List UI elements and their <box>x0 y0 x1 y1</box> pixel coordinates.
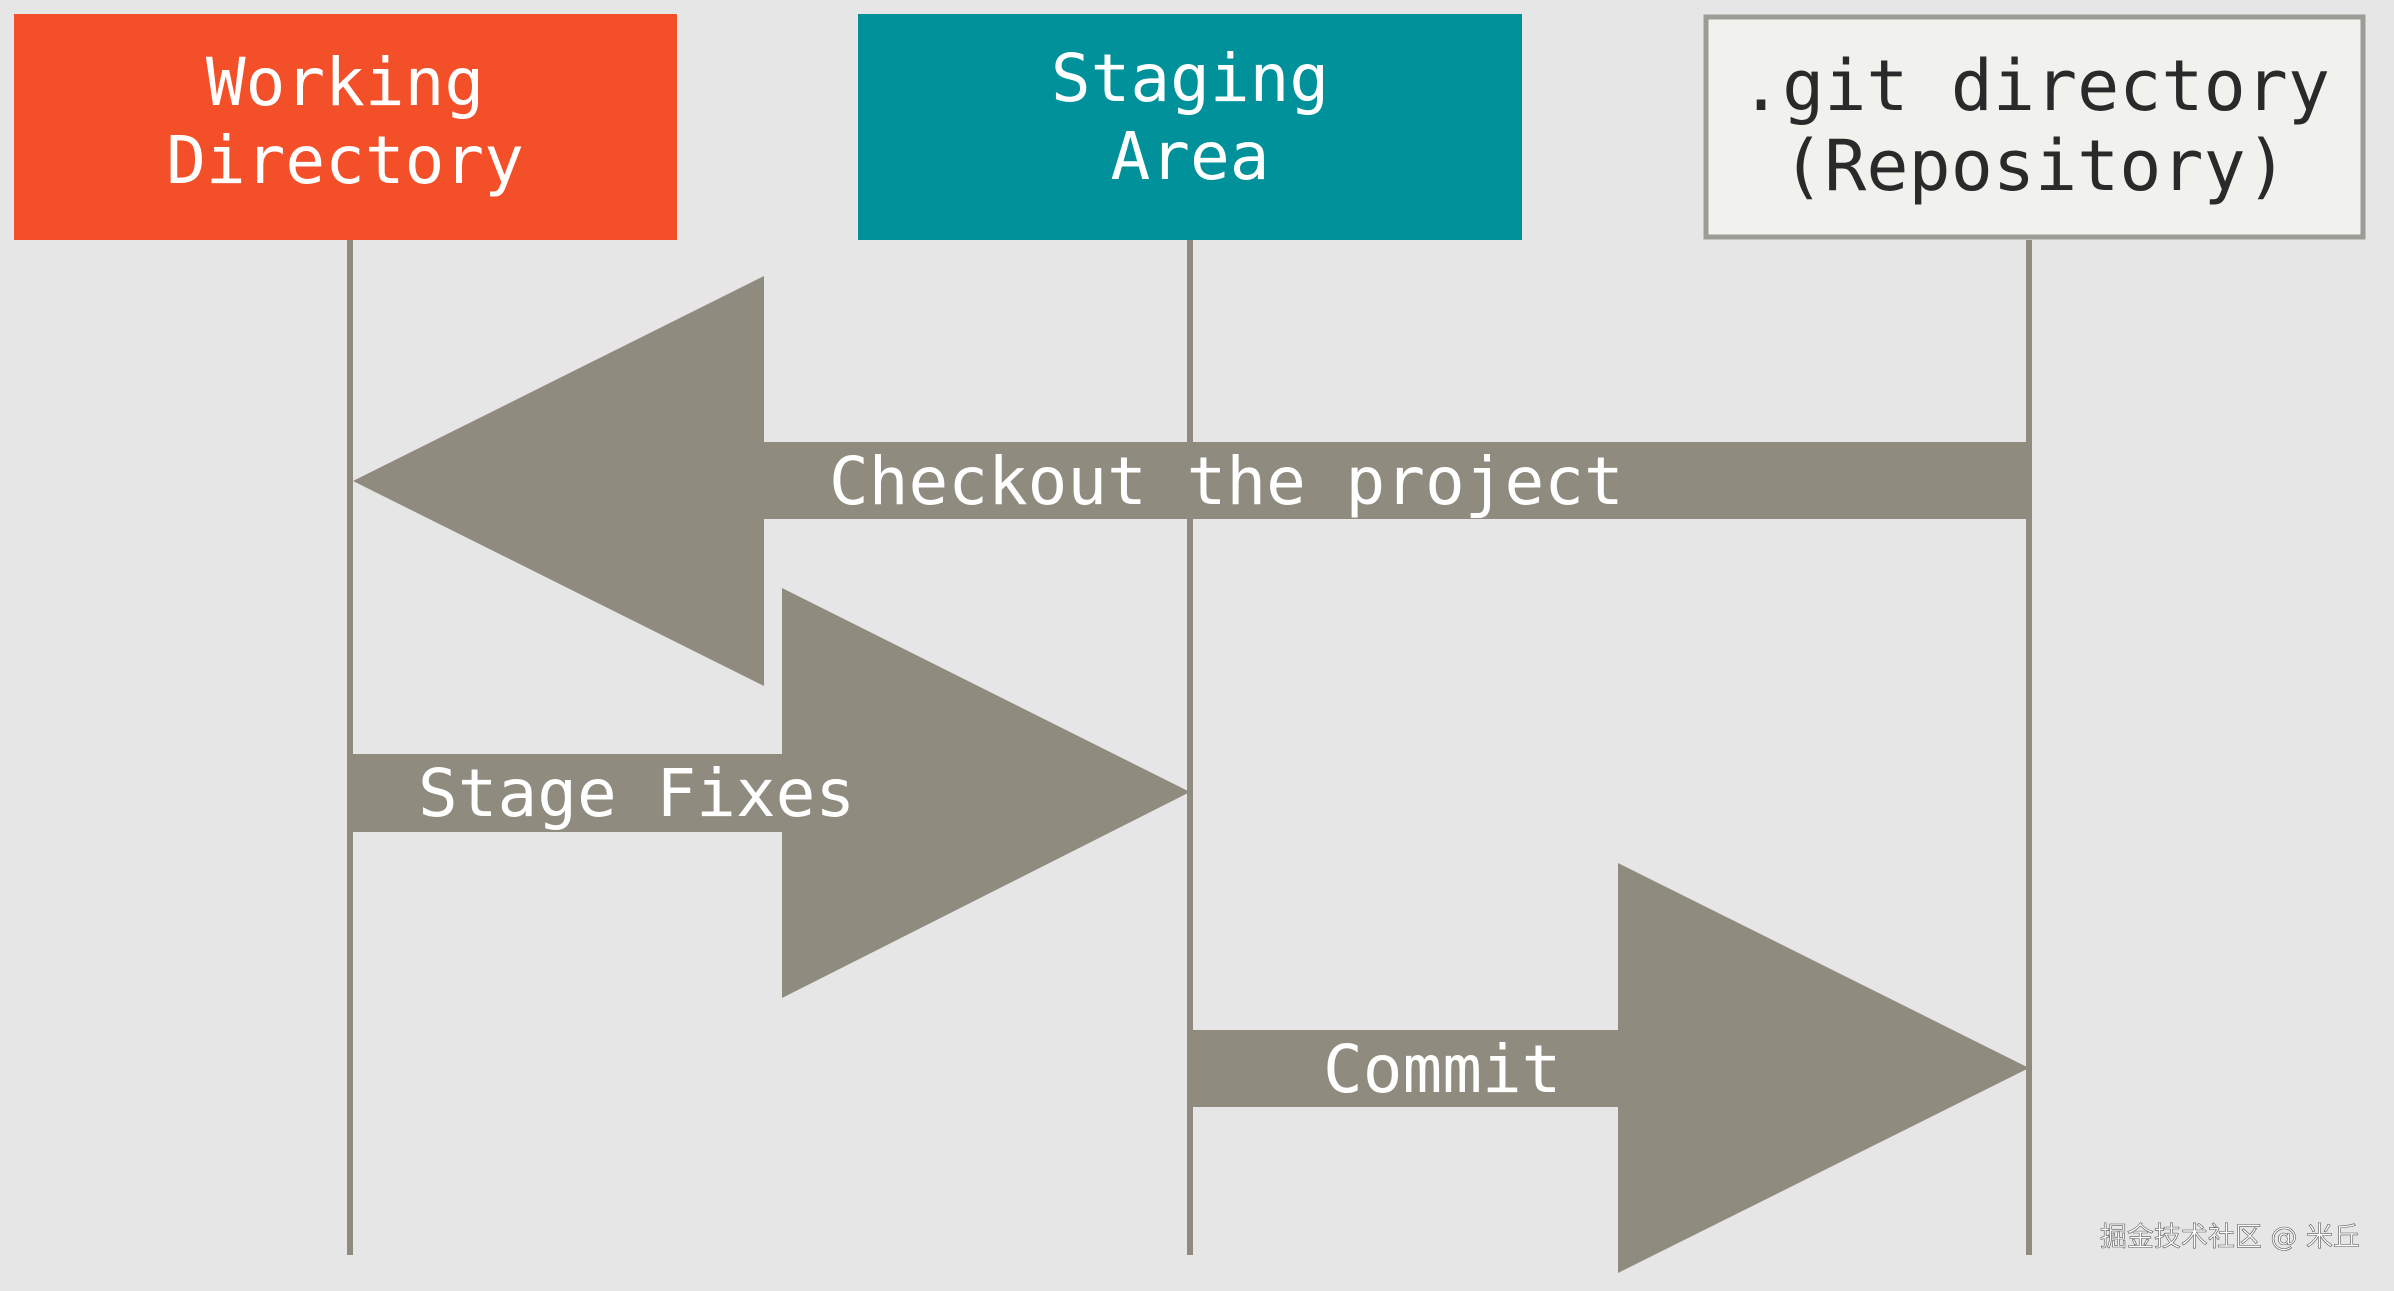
staging-area-label-line2: Area <box>1111 118 1270 195</box>
staging-area-label-line1: Staging <box>1051 40 1329 117</box>
repository-label-line2: (Repository) <box>1782 125 2288 207</box>
stage-fixes-arrow: Stage Fixes <box>350 588 1190 998</box>
commit-arrow: Commit <box>1190 863 2029 1273</box>
stage-fixes-arrow-shape <box>350 588 1190 998</box>
staging-area-node: Staging Area <box>858 14 1522 240</box>
staging-area-box <box>858 14 1522 240</box>
commit-arrow-label: Commit <box>1323 1031 1561 1108</box>
watermark-text: 掘金技术社区 @ 米丘 <box>2100 1222 2360 1253</box>
checkout-arrow-shape <box>353 276 2029 686</box>
working-directory-label-line2: Directory <box>166 122 524 199</box>
repository-box <box>1703 14 2366 240</box>
checkout-arrow: Checkout the project <box>353 276 2029 686</box>
checkout-arrow-label: Checkout the project <box>829 443 1624 520</box>
commit-arrow-shape <box>1190 863 2029 1273</box>
working-directory-node: Working Directory <box>14 14 677 240</box>
working-directory-label-line1: Working <box>206 44 484 121</box>
repository-node: .git directory (Repository) <box>1703 14 2366 240</box>
stage-fixes-arrow-label: Stage Fixes <box>418 755 855 832</box>
working-directory-box <box>14 14 677 240</box>
repository-label-line1: .git directory <box>1740 45 2330 127</box>
